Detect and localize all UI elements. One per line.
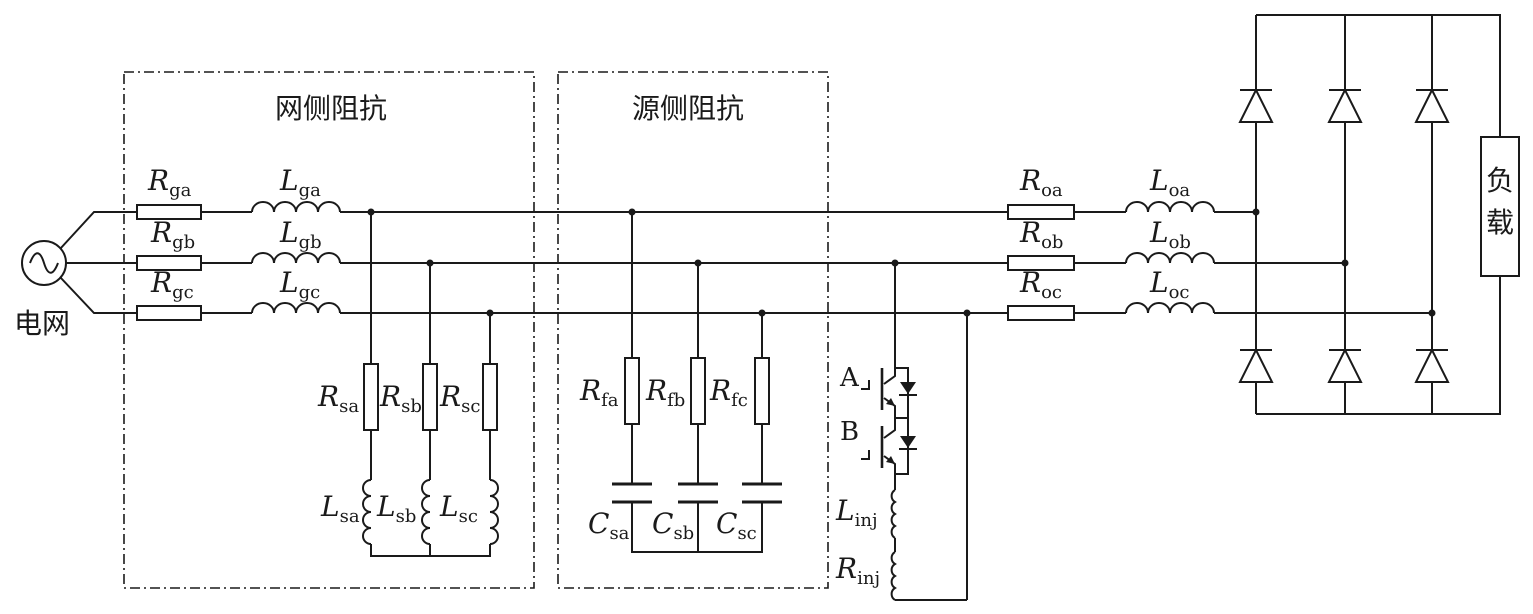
resistor-rgc	[136, 305, 202, 321]
label-loc: Loc	[1149, 266, 1190, 303]
grid-impedance-box	[123, 71, 535, 589]
label-rsb: Rsb	[379, 380, 422, 417]
label-rob: Rob	[1019, 216, 1063, 253]
resistor-rsc	[482, 363, 498, 431]
label-rgb: Rgb	[150, 216, 195, 253]
label-rinj: Rinj	[835, 552, 880, 589]
label-csc: Csc	[716, 507, 757, 544]
resistor-rfb	[690, 357, 706, 425]
label-lsb: Lsb	[376, 490, 416, 527]
inductor-lsa	[362, 479, 372, 545]
load-box	[1480, 136, 1520, 277]
junction-dots	[367, 208, 1436, 317]
diode-icon	[1238, 87, 1274, 123]
label-rgc: Rgc	[150, 266, 194, 303]
inductor-lgb	[251, 252, 341, 264]
diode-icon	[1414, 87, 1450, 123]
diode-bridge-rectifier	[1238, 14, 1501, 415]
ac-source-icon	[21, 240, 67, 286]
switch-a-label: A	[839, 363, 860, 393]
load-label: 负载	[1486, 164, 1514, 239]
inductor-lgc	[251, 302, 341, 314]
inductor-linj	[890, 489, 897, 539]
source-impedance-title: 源侧阻抗	[632, 92, 744, 125]
label-rga: Rga	[147, 164, 192, 201]
capacitor-csb	[678, 482, 718, 504]
capacitor-csc	[742, 482, 782, 504]
label-rfc: Rfc	[709, 374, 748, 411]
source-impedance-box	[557, 71, 829, 589]
resistor-rfc	[754, 357, 770, 425]
label-rsa: Rsa	[317, 380, 359, 417]
switch-b-icon	[861, 417, 917, 476]
source-phase-c-lead	[59, 276, 137, 314]
resistor-roc	[1007, 305, 1075, 321]
resistor-rfa	[624, 357, 640, 425]
diode-icon	[1238, 347, 1274, 383]
diode-icon	[1327, 347, 1363, 383]
label-rfa: Rfa	[579, 374, 619, 411]
grid-label: 电网	[14, 307, 70, 340]
label-roa: Roa	[1019, 164, 1063, 201]
switch-a-icon	[861, 367, 917, 419]
label-rsc: Rsc	[439, 380, 480, 417]
label-csb: Csb	[652, 507, 694, 544]
label-loa: Loa	[1149, 164, 1190, 201]
label-lgc: Lgc	[279, 266, 320, 303]
inductor-lsc	[489, 479, 499, 545]
inductor-lga	[251, 201, 341, 213]
label-lob: Lob	[1149, 216, 1191, 253]
label-roc: Roc	[1019, 266, 1062, 303]
label-rfb: Rfb	[645, 374, 685, 411]
resistor-rsa	[363, 363, 379, 431]
label-linj: Linj	[835, 494, 878, 531]
resistor-rsb	[422, 363, 438, 431]
grid-impedance-title: 网侧阻抗	[275, 92, 387, 125]
capacitor-csa	[612, 482, 652, 504]
inductor-loc	[1125, 302, 1215, 314]
inductor-lsb	[421, 479, 431, 545]
inductor-loa	[1125, 201, 1215, 213]
source-phase-a-lead	[59, 211, 137, 250]
inductor-lob	[1125, 252, 1215, 264]
label-csa: Csa	[588, 507, 630, 544]
inductor-rinj	[890, 551, 897, 601]
label-lga: Lga	[279, 164, 321, 201]
label-lsa: Lsa	[320, 490, 360, 527]
diode-icon	[1327, 87, 1363, 123]
label-lgb: Lgb	[279, 216, 322, 253]
diode-icon	[1414, 347, 1450, 383]
switch-b-label: B	[840, 417, 859, 447]
label-lsc: Lsc	[439, 490, 478, 527]
